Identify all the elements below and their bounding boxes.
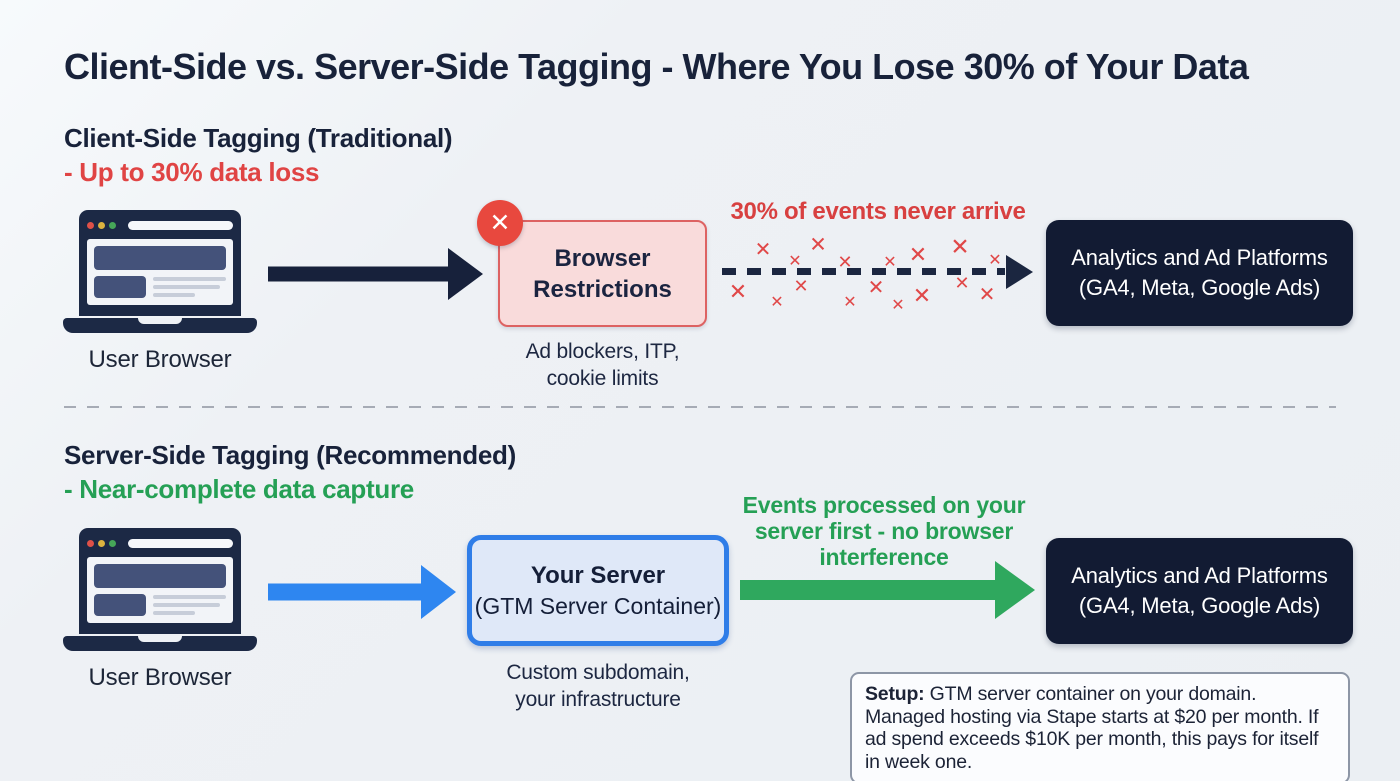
loss-label: 30% of events never arrive bbox=[730, 198, 1026, 225]
webpage-content bbox=[87, 239, 233, 305]
laptop-base bbox=[63, 636, 257, 651]
lost-event-x-icon: ✕ bbox=[988, 252, 1002, 269]
server-inbound-arrow bbox=[268, 564, 456, 620]
server-outbound-arrow bbox=[740, 561, 1035, 619]
browser-chrome bbox=[87, 535, 233, 551]
restriction-caption: Ad blockers, ITP, cookie limits bbox=[525, 340, 680, 390]
webpage-content bbox=[87, 557, 233, 623]
platforms-line2: (GA4, Meta, Google Ads) bbox=[1078, 275, 1321, 300]
server-side-heading: Server-Side Tagging (Recommended) bbox=[64, 440, 516, 470]
window-dot-green-icon bbox=[109, 539, 116, 547]
hero-block bbox=[94, 246, 226, 270]
lost-events-marks: ✕✕✕✕✕✕✕✕✕✕✕✕✕✕✕✕✕ bbox=[728, 230, 1040, 325]
browser-chrome bbox=[87, 217, 233, 233]
lost-event-x-icon: ✕ bbox=[788, 253, 802, 270]
lost-event-x-icon: ✕ bbox=[950, 233, 970, 260]
lost-event-x-icon: ✕ bbox=[809, 233, 827, 257]
server-side-subheading: - Near-complete data capture bbox=[64, 474, 414, 504]
lost-event-x-icon: ✕ bbox=[908, 242, 928, 267]
address-bar bbox=[128, 220, 233, 230]
platforms-box-server: Analytics and Ad Platforms (GA4, Meta, G… bbox=[1046, 538, 1353, 644]
blocked-x-badge-icon: ✕ bbox=[477, 200, 523, 246]
user-browser-laptop-icon-2: User Browser bbox=[63, 528, 257, 692]
platforms-box-client: Analytics and Ad Platforms (GA4, Meta, G… bbox=[1046, 220, 1353, 326]
lost-event-x-icon: ✕ bbox=[793, 276, 809, 296]
lost-event-x-icon: ✕ bbox=[728, 279, 748, 304]
lost-event-x-icon: ✕ bbox=[912, 283, 932, 308]
thumbnail-block bbox=[94, 276, 146, 298]
window-dot-green-icon bbox=[109, 221, 116, 229]
page-title: Client-Side vs. Server-Side Tagging - Wh… bbox=[64, 46, 1249, 87]
restriction-line1: Browser bbox=[554, 244, 651, 272]
window-dot-yellow-icon bbox=[98, 539, 105, 547]
window-dot-red-icon bbox=[87, 221, 94, 229]
platforms-line1: Analytics and Ad Platforms bbox=[1071, 245, 1328, 270]
lost-event-x-icon: ✕ bbox=[754, 239, 772, 261]
setup-note-label: Setup: bbox=[865, 683, 925, 705]
window-dot-yellow-icon bbox=[98, 221, 105, 229]
address-bar bbox=[128, 538, 233, 548]
window-dot-red-icon bbox=[87, 539, 94, 547]
setup-note-text: GTM server container on your domain. Man… bbox=[865, 683, 1319, 773]
lossy-arrowhead-icon bbox=[1006, 255, 1033, 289]
lossy-dashed-line bbox=[722, 268, 1005, 275]
thumbnail-block bbox=[94, 594, 146, 616]
text-lines bbox=[153, 594, 226, 616]
lost-event-x-icon: ✕ bbox=[891, 297, 905, 314]
platforms-line1: Analytics and Ad Platforms bbox=[1071, 563, 1328, 588]
server-caption: Custom subdomain, your infrastructure bbox=[506, 661, 690, 711]
laptop-screen bbox=[79, 528, 241, 634]
server-flow-label: Events processed on your server first - … bbox=[742, 492, 1026, 570]
setup-note: Setup: GTM server container on your doma… bbox=[850, 672, 1350, 781]
server-box-line2: (GTM Server Container) bbox=[474, 592, 722, 619]
platforms-line2: (GA4, Meta, Google Ads) bbox=[1078, 593, 1321, 618]
lost-event-x-icon: ✕ bbox=[978, 284, 996, 306]
browser-restrictions-box: Browser Restrictions bbox=[498, 220, 707, 327]
user-browser-label: User Browser bbox=[88, 346, 232, 373]
client-side-heading: Client-Side Tagging (Traditional) bbox=[64, 123, 453, 153]
laptop-base bbox=[63, 318, 257, 333]
section-divider bbox=[64, 406, 1336, 408]
lost-event-x-icon: ✕ bbox=[843, 294, 857, 311]
user-browser-label: User Browser bbox=[88, 664, 232, 691]
text-lines bbox=[153, 276, 226, 298]
your-server-box: Your Server (GTM Server Container) bbox=[467, 535, 729, 646]
lost-event-x-icon: ✕ bbox=[954, 273, 970, 293]
client-side-subheading: - Up to 30% data loss bbox=[64, 157, 320, 187]
restriction-line2: Restrictions bbox=[533, 275, 672, 303]
lost-event-x-icon: ✕ bbox=[867, 277, 885, 299]
laptop-screen bbox=[79, 210, 241, 316]
hero-block bbox=[94, 564, 226, 588]
lost-event-x-icon: ✕ bbox=[770, 294, 784, 311]
user-browser-laptop-icon: User Browser bbox=[63, 210, 257, 374]
client-flow-arrow bbox=[268, 246, 483, 302]
lost-event-x-icon: ✕ bbox=[883, 254, 897, 271]
lost-event-x-icon: ✕ bbox=[837, 252, 853, 272]
server-box-line1: Your Server bbox=[530, 561, 666, 589]
